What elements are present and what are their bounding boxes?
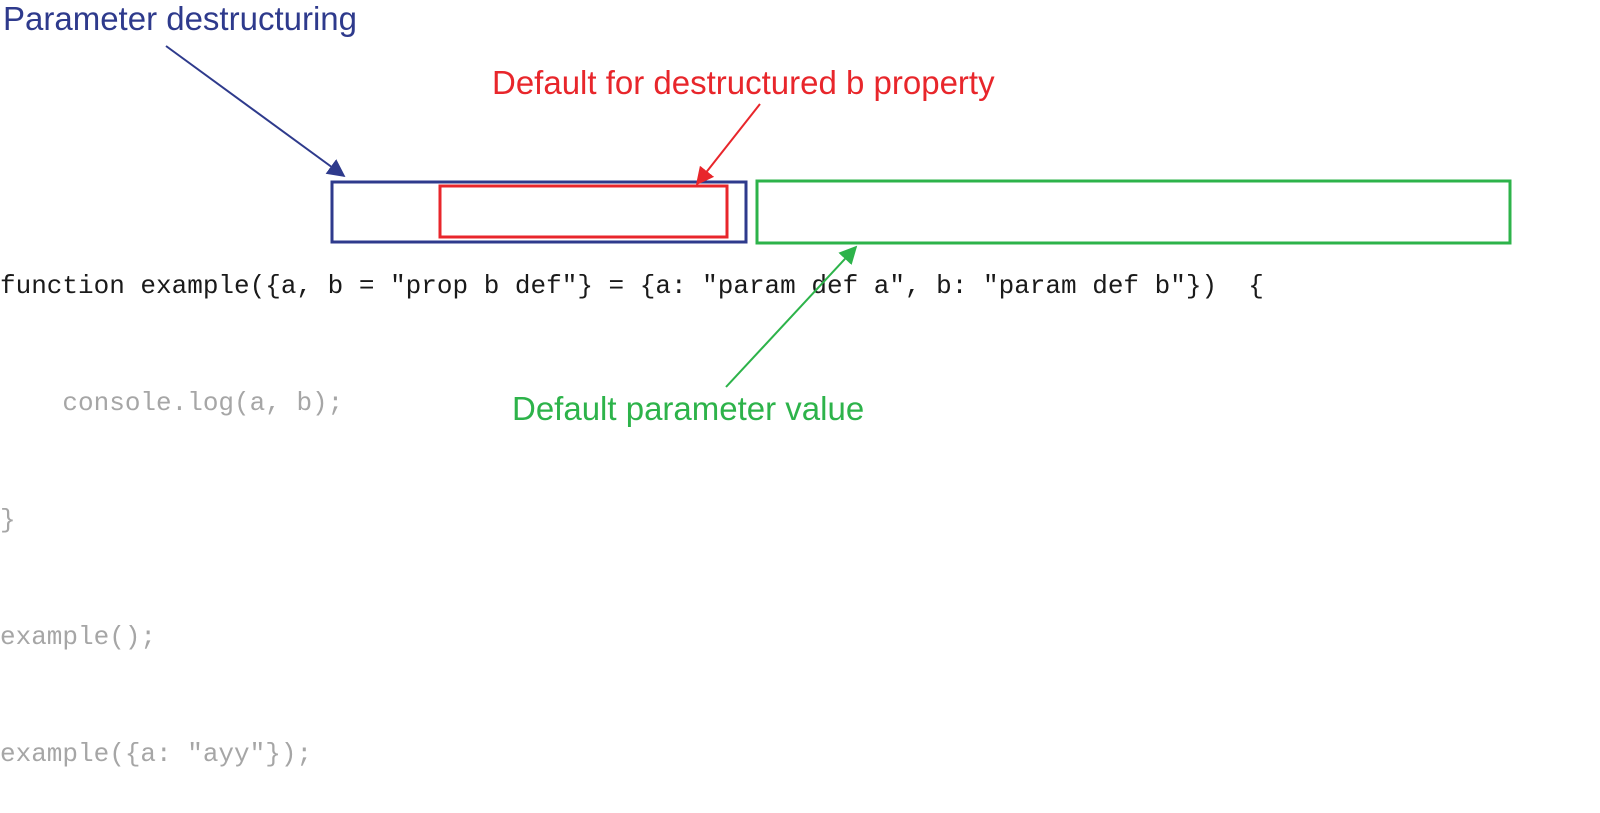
code-gap bbox=[593, 271, 609, 301]
code-prop-default: = "prop b def" bbox=[358, 271, 578, 301]
code-block: function example({a, b = "prop b def"} =… bbox=[0, 189, 1264, 813]
code-line-3: } bbox=[0, 505, 16, 535]
code-destructure-start: {a, b bbox=[265, 271, 359, 301]
prop-default-arrow bbox=[695, 103, 761, 186]
code-param-default: = {a: "param def a", b: "param def b"} bbox=[608, 271, 1202, 301]
code-destructure-end: } bbox=[577, 271, 593, 301]
code-line-4: example(); bbox=[0, 622, 157, 652]
code-function-suffix: ) { bbox=[1201, 271, 1264, 301]
code-line-1: function example({a, b = "prop b def"} =… bbox=[0, 267, 1264, 306]
code-function-prefix: function example( bbox=[0, 271, 266, 301]
code-line-5: example({a: "ayy"}); bbox=[0, 739, 313, 769]
default-parameter-value-label: Default parameter value bbox=[512, 390, 865, 427]
default-b-property-label: Default for destructured b property bbox=[492, 64, 995, 101]
destructuring-arrow bbox=[165, 45, 346, 178]
parameter-destructuring-label: Parameter destructuring bbox=[3, 0, 357, 37]
code-line-2: console.log(a, b); bbox=[0, 388, 344, 418]
